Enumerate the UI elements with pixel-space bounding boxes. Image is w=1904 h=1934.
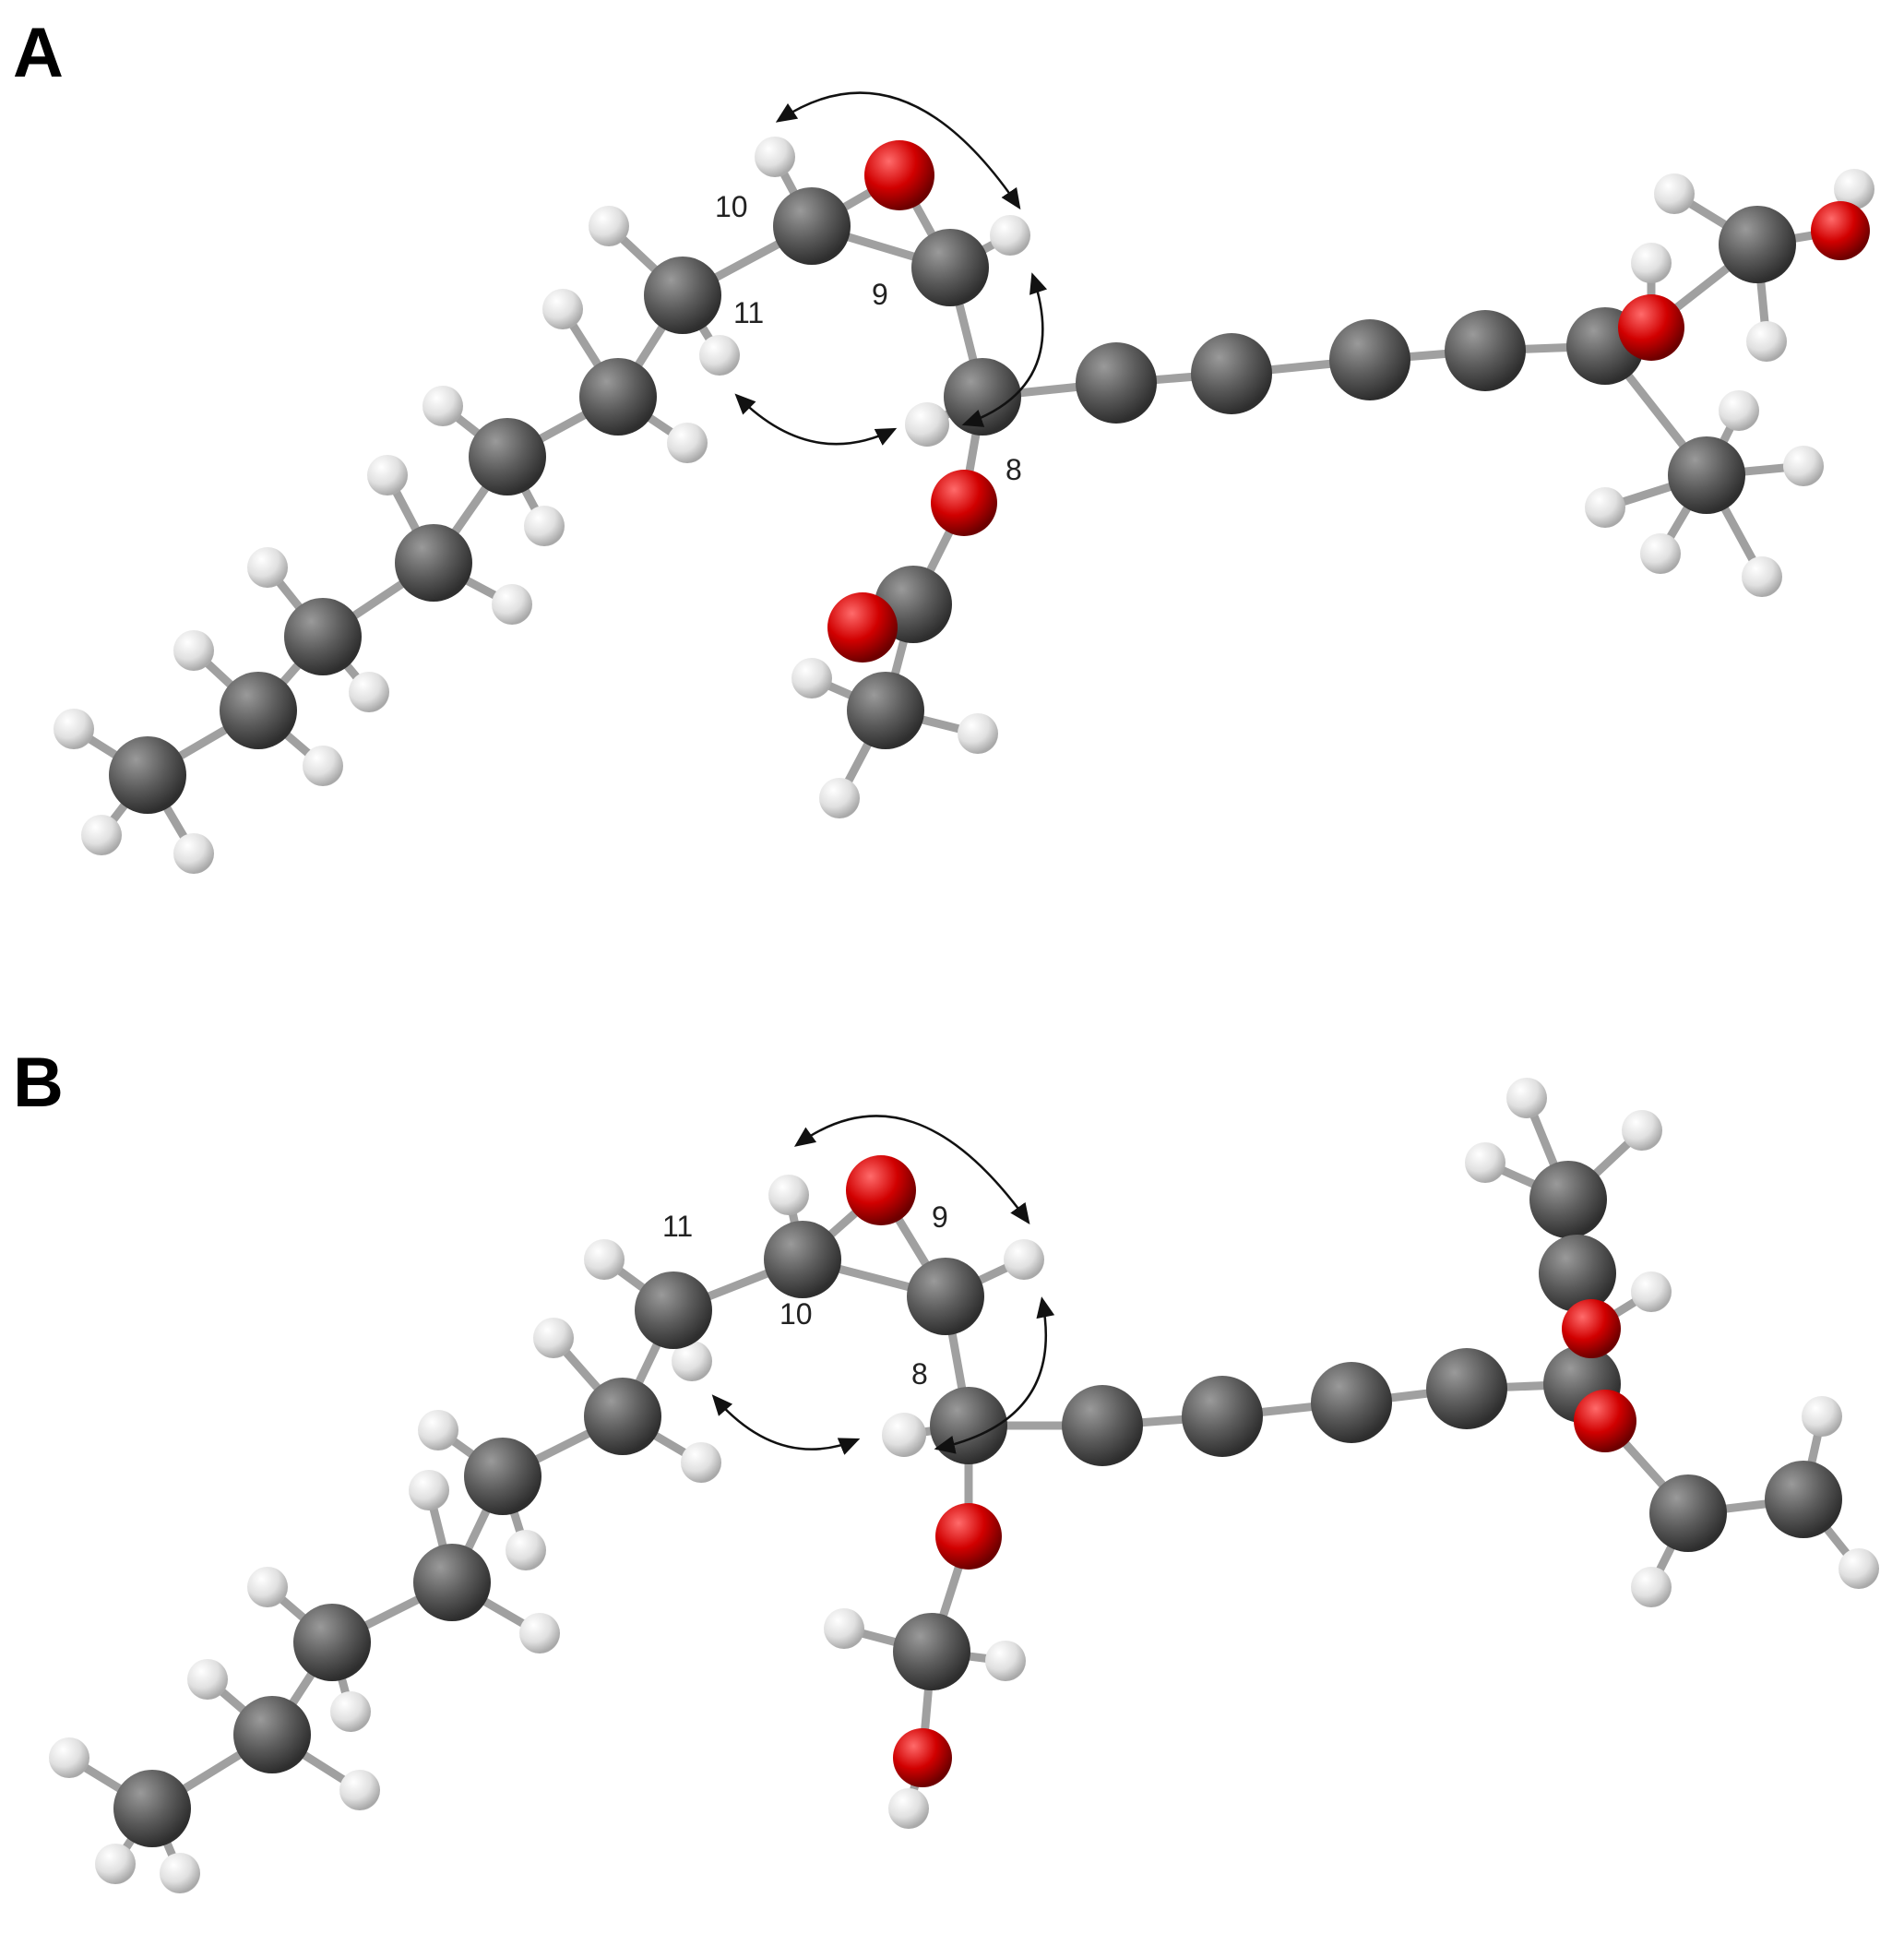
h8-atom-b [882,1413,926,1457]
label-c9-b: 9 [932,1200,948,1234]
label-c10-a: 10 [715,190,748,223]
panel-letter-b: B [13,1044,64,1122]
panel-b: B [0,960,1904,1934]
panel-letter-a: A [13,14,64,92]
hydrogens-b [49,1078,1879,1893]
label-c9-a: 9 [872,278,888,311]
noe-arrows-a [734,91,1048,446]
label-c11-b: 11 [662,1210,693,1243]
label-c11-a: 11 [733,296,764,329]
label-c8-a: 8 [1006,453,1022,486]
h8-atom-a [905,402,949,447]
molecule-b: 11 9 10 8 [49,1078,1879,1893]
molecule-a: 10 9 11 8 [54,91,1874,874]
label-c10-b: 10 [779,1297,813,1331]
panel-a: A [0,0,1904,960]
label-c8-b: 8 [911,1357,928,1391]
heavy-atoms-b [113,1155,1842,1847]
noe-arrows-b [711,1115,1055,1455]
